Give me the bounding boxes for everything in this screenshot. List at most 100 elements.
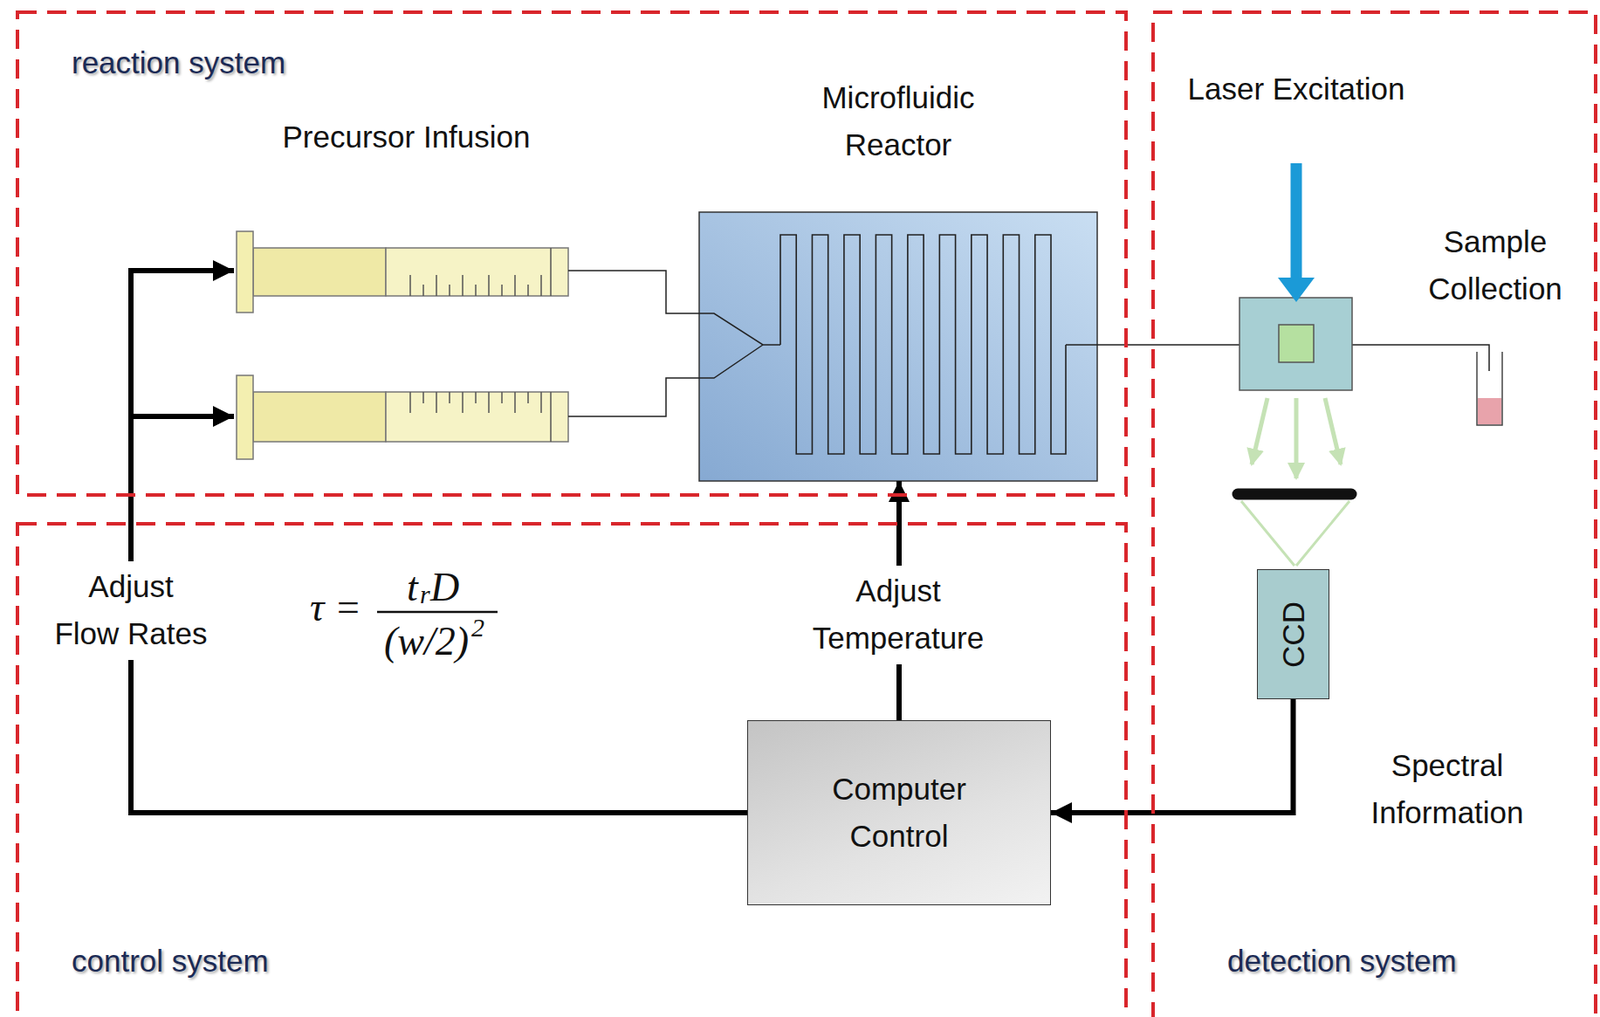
focus-lines <box>1296 501 1350 566</box>
grating <box>1237 488 1352 501</box>
emission-arrows <box>1251 398 1341 479</box>
syringe-ticks <box>514 274 516 296</box>
syringe-ticks <box>410 274 542 296</box>
syringe-ticks <box>514 391 516 413</box>
reactor-chip: Microfluidic Reactor <box>699 74 1098 481</box>
formula-part: (w/2) <box>384 621 469 662</box>
heading: Microfluidic Reactor <box>767 74 1030 170</box>
ccd-detector: CCD <box>1256 569 1330 700</box>
part-label: Laser Excitation <box>1182 65 1410 113</box>
syringe-ticks <box>501 284 503 296</box>
syringe-ticks <box>540 391 543 413</box>
syringe-ticks <box>448 391 451 404</box>
system-region: reaction systemPrecursor InfusionMicrofl… <box>15 10 1128 497</box>
label-box: 2 <box>471 614 485 641</box>
focus-lines <box>1241 501 1295 566</box>
flow-cell <box>1278 324 1314 363</box>
region-label: control system <box>71 943 269 979</box>
region-outline <box>1151 10 1598 1017</box>
focus-lines <box>1241 501 1350 566</box>
syringe-ticks <box>409 274 412 296</box>
flow-cell <box>1239 297 1353 391</box>
label-box: τ = <box>309 587 362 628</box>
syringe-ticks <box>435 274 438 296</box>
syringe-bottom <box>385 391 569 442</box>
syringe-ticks <box>409 391 412 413</box>
inlet-tube <box>568 344 763 417</box>
syringe-top <box>236 231 254 313</box>
emission-arrows <box>1294 398 1299 479</box>
edge-label-box: Adjust Temperature <box>797 565 999 665</box>
connector-arrow <box>1050 699 1294 813</box>
system-region: detection system CCD <box>1151 10 1598 1017</box>
syringe-bottom <box>236 375 569 460</box>
syringe-group: Precursor Infusion <box>233 113 579 463</box>
syringe-bottom <box>236 375 254 460</box>
syringe-ticks <box>448 284 451 296</box>
region-outline <box>17 523 1127 1017</box>
laser-arrow <box>1277 163 1315 303</box>
syringe-ticks <box>527 284 529 296</box>
syringe-ticks <box>422 284 425 296</box>
syringe-ticks <box>501 391 503 404</box>
syringe-ticks <box>527 391 529 404</box>
edge-label: Spectral Information <box>1342 741 1552 838</box>
connector-arrow <box>130 416 748 813</box>
region-outline <box>17 12 1127 495</box>
laser-arrow <box>1277 277 1315 303</box>
syringe-ticks <box>410 391 542 413</box>
serpentine-channel <box>780 234 1066 454</box>
part-label: Sample Collection <box>1390 218 1600 314</box>
fraction-bar <box>377 611 498 614</box>
formula-part: t <box>406 567 419 608</box>
syringe-top <box>549 247 552 296</box>
syringe-ticks <box>474 391 477 404</box>
edge-label: Adjust Temperature <box>797 565 999 665</box>
syringe-ticks <box>435 391 438 413</box>
heading: Precursor Infusion <box>275 113 538 161</box>
region-outline <box>1153 12 1596 1017</box>
sample-vial <box>1476 351 1503 426</box>
syringe-ticks <box>487 391 490 413</box>
syringe-ticks <box>422 391 425 404</box>
box-label: CCD <box>1275 601 1311 668</box>
emission-arrows <box>1251 398 1268 465</box>
syringe-ticks <box>461 274 464 296</box>
inlet-tube <box>568 270 781 345</box>
syringe-ticks <box>461 391 464 413</box>
label-box: Laser Excitation <box>1182 65 1410 113</box>
label-box: (w/2) <box>384 621 469 662</box>
syringe-top <box>385 247 569 296</box>
sample-vial <box>1477 398 1502 425</box>
syringe-ticks <box>540 274 543 296</box>
label-box: r <box>419 581 431 608</box>
label-box: Sample Collection <box>1390 218 1600 314</box>
formula-part: D <box>430 567 460 608</box>
syringe-bottom <box>549 391 552 442</box>
branch-arrow <box>130 270 234 419</box>
emission-arrows <box>1325 398 1341 465</box>
edge-label-box: Spectral Information <box>1342 741 1552 838</box>
edge-label: Adjust Flow Rates <box>53 561 209 660</box>
label-box: t <box>406 567 419 608</box>
syringe-top <box>253 247 386 296</box>
flow-cell <box>1239 297 1353 391</box>
reactor-chip <box>699 212 1098 481</box>
formula-part: τ = <box>309 587 362 628</box>
syringe-ticks <box>474 284 477 296</box>
sample-vial <box>1476 351 1503 426</box>
syringe-bottom <box>253 391 386 442</box>
box-label: Computer Control <box>789 765 1009 861</box>
formula-part: r <box>419 581 431 608</box>
formula-part: 2 <box>471 614 485 641</box>
syringe-ticks <box>487 274 490 296</box>
edge-label-box: Adjust Flow Rates <box>53 561 209 660</box>
region-label: detection system <box>1227 943 1457 979</box>
syringe-top <box>236 231 569 313</box>
process-box: Computer Control <box>747 720 1051 906</box>
label-box: D <box>430 567 460 608</box>
laser-arrow <box>1290 163 1303 282</box>
